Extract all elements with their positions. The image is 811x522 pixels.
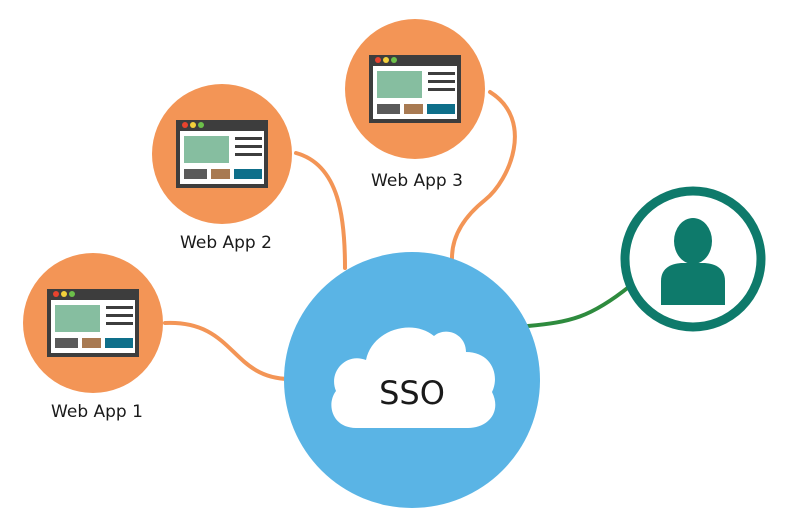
user-icon (661, 218, 725, 305)
browser-window-icon (369, 55, 461, 123)
web-app-2-node[interactable] (152, 84, 292, 224)
web-app-3-label: Web App 3 (371, 171, 463, 191)
web-app-3-node[interactable] (345, 19, 485, 159)
connector-app1-sso (163, 320, 291, 381)
browser-window-icon (47, 289, 139, 357)
web-app-1-label: Web App 1 (51, 402, 143, 422)
sso-label: SSO (379, 374, 445, 412)
connector-app2-sso (294, 151, 347, 270)
sso-node[interactable]: SSO (284, 252, 540, 508)
web-app-1-node[interactable] (23, 253, 163, 393)
connector-app3-sso (450, 90, 517, 260)
cloud-icon (331, 327, 496, 428)
connector-sso-user (526, 284, 632, 328)
web-app-2-label: Web App 2 (180, 233, 272, 253)
browser-window-icon (176, 120, 268, 188)
user-node[interactable] (620, 186, 766, 332)
